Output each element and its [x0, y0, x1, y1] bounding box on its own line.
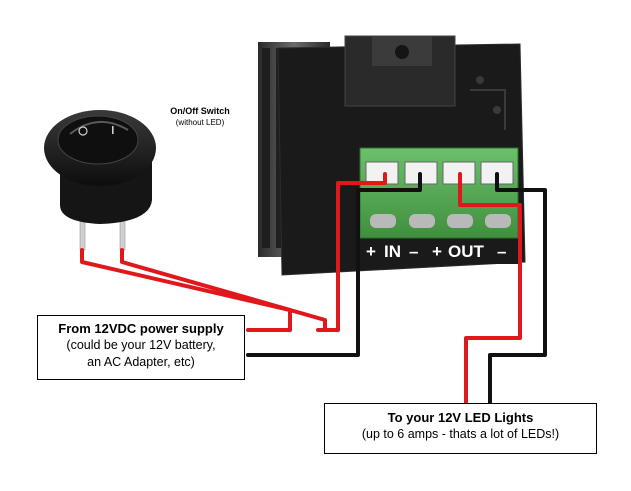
- pwm-controller-module: [258, 35, 526, 276]
- transistor-hole: [395, 45, 409, 59]
- label-out-plus: +: [432, 242, 442, 261]
- board-pad: [493, 106, 501, 114]
- power-supply-title: From 12VDC power supply: [58, 321, 224, 336]
- label-in-minus: –: [409, 242, 419, 261]
- in-negative-wire: [246, 172, 422, 357]
- out-negative-wire: [488, 172, 547, 405]
- terminal-screw-head: [447, 214, 473, 228]
- terminal-screw-head: [409, 214, 435, 228]
- board-pad: [476, 76, 484, 84]
- label-out: OUT: [448, 242, 484, 261]
- heatsink-fin: [262, 48, 270, 248]
- board-trace: [470, 89, 506, 130]
- label-out-minus: –: [497, 242, 507, 261]
- switch-rocker: [57, 115, 139, 165]
- switch-caption-subtitle: (without LED): [175, 118, 225, 127]
- switch-wire-right: [120, 248, 327, 332]
- out-positive-wire: [458, 172, 522, 405]
- power-supply-line-2: an AC Adapter, etc): [87, 355, 195, 369]
- power-supply-line-1: (could be your 12V battery,: [66, 338, 216, 352]
- switch-off-mark-icon: [78, 126, 88, 136]
- switch-on-mark-icon: [112, 126, 114, 134]
- led-lights-title: To your 12V LED Lights: [387, 410, 534, 425]
- terminal-screw-slot: [365, 161, 399, 185]
- label-in-plus: +: [366, 242, 376, 261]
- switch-caption: On/Off Switch (without LED): [160, 106, 240, 128]
- in-positive-wire: [316, 172, 387, 332]
- silkscreen-strip: [362, 240, 520, 264]
- led-lights-line-1: (up to 6 amps - thats a lot of LEDs!): [361, 427, 560, 441]
- terminal-screw-head: [485, 214, 511, 228]
- on-off-switch: [44, 110, 156, 251]
- switch-rocker-highlight: [69, 120, 129, 135]
- power-supply-callout: From 12VDC power supply (could be your 1…: [37, 315, 245, 380]
- led-lights-callout: To your 12V LED Lights (up to 6 amps - t…: [324, 403, 597, 454]
- label-in: IN: [384, 242, 401, 261]
- switch-caption-title: On/Off Switch: [170, 106, 230, 116]
- wires: [80, 172, 547, 405]
- terminal-screw-head: [370, 214, 396, 228]
